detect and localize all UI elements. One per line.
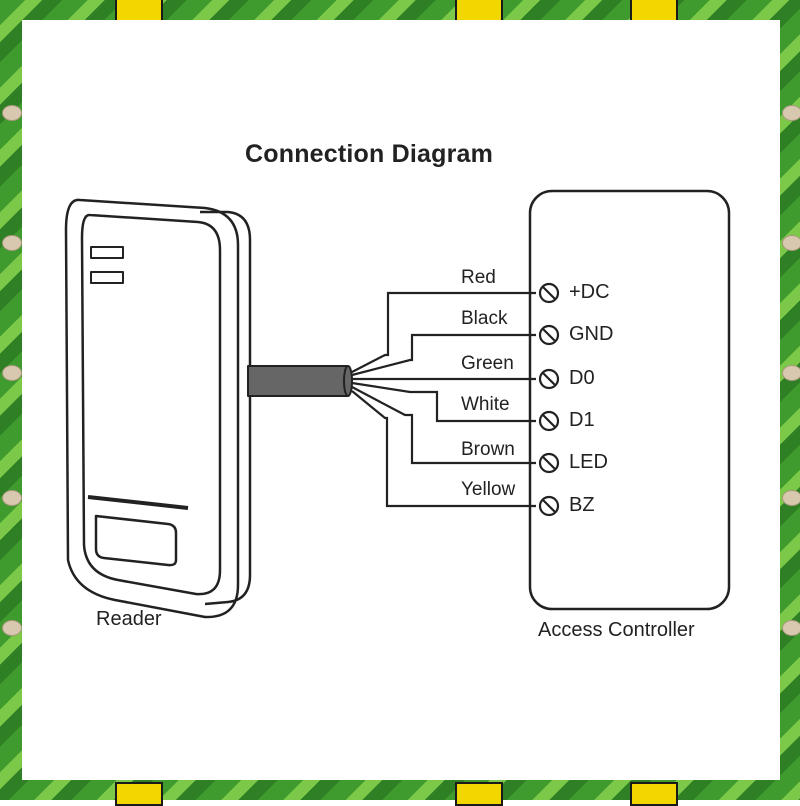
terminal-label-gnd: GND xyxy=(569,323,614,345)
pebble-decoration xyxy=(2,105,22,121)
reader-body xyxy=(64,198,240,619)
wire-label-yellow: Yellow xyxy=(461,479,516,500)
pebble-decoration xyxy=(782,365,800,381)
wire-brown xyxy=(351,386,536,465)
controller-label: Access Controller xyxy=(538,619,695,641)
reader-label: Reader xyxy=(96,608,162,630)
terminal-label-d1: D1 xyxy=(569,409,595,431)
pebble-decoration xyxy=(782,235,800,251)
reader-face xyxy=(80,213,222,596)
pebble-decoration xyxy=(782,105,800,121)
wire-yellow xyxy=(351,390,536,508)
diagram-title: Connection Diagram xyxy=(245,140,494,168)
wire-label-black: Black xyxy=(461,308,508,329)
wire-label-white: White xyxy=(461,394,510,415)
wire-label-brown: Brown xyxy=(461,439,515,460)
pebble-decoration xyxy=(2,235,22,251)
reader-slot-line xyxy=(87,495,189,510)
wire-white xyxy=(351,381,536,423)
pebble-decoration xyxy=(2,490,22,506)
led-indicator-2 xyxy=(90,271,124,284)
led-indicator-1 xyxy=(90,246,124,259)
wire-black xyxy=(351,333,536,377)
terminal-label-d0: D0 xyxy=(569,367,595,389)
diagram-canvas xyxy=(22,20,780,780)
pebble-decoration xyxy=(782,620,800,636)
terminal-label-bz: BZ xyxy=(569,494,595,516)
wire-label-green: Green xyxy=(461,353,514,374)
access-controller-box xyxy=(528,189,731,611)
pebble-decoration xyxy=(2,620,22,636)
terminal-label-led: LED xyxy=(569,451,608,473)
pebble-decoration xyxy=(2,365,22,381)
pebble-decoration xyxy=(782,490,800,506)
reader-label-window xyxy=(94,514,178,567)
reader-cable xyxy=(247,365,349,397)
wire-label-red: Red xyxy=(461,267,496,288)
cable-end xyxy=(343,365,353,397)
terminal-label-dc: +DC xyxy=(569,281,610,303)
reader-side-shell xyxy=(200,210,252,606)
wire-red xyxy=(351,291,536,373)
